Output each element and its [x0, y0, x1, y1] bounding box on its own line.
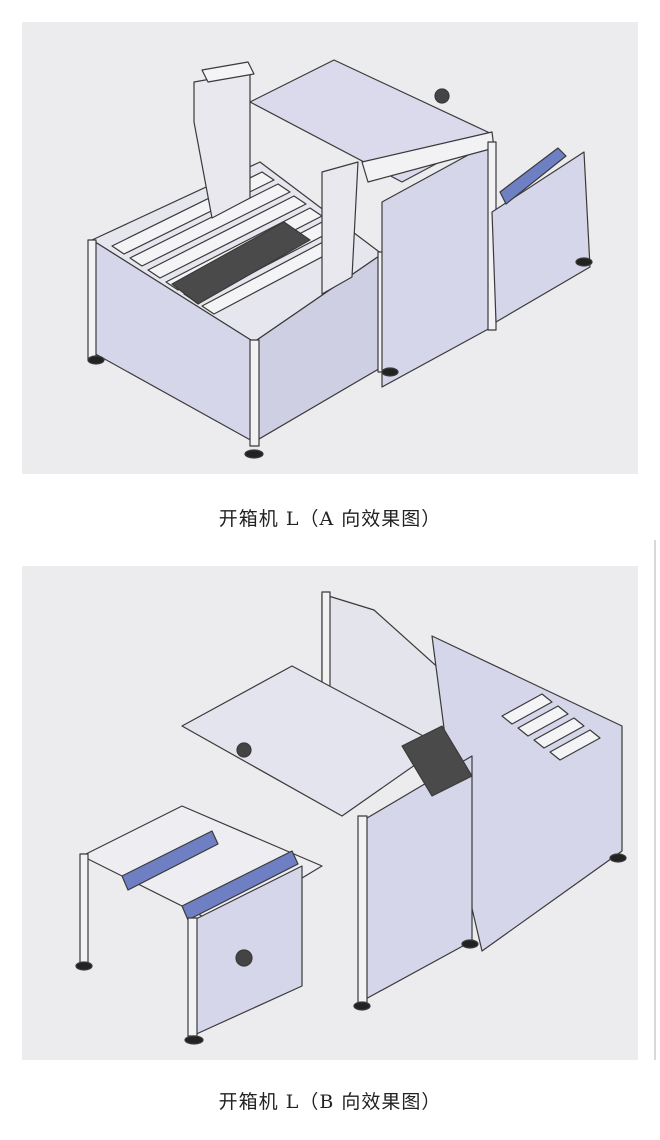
figure-b-caption: 开箱机 L（B 向效果图） [218, 1091, 442, 1113]
machine-b-feet [75, 853, 627, 1045]
machine-b-handwheel [236, 742, 252, 758]
right-edge-line [654, 540, 656, 1060]
machine-b-post [357, 815, 368, 1005]
machine-b-center-panel [361, 755, 473, 1002]
machine-a-handwheel [434, 88, 450, 104]
machine-a-blue-belt-guide [499, 147, 567, 205]
machine-b-handwheel [235, 949, 253, 967]
machine-a-drawing [87, 59, 593, 459]
machine-a-guide-plate [321, 161, 359, 295]
machine-a-top-bracket [201, 61, 255, 83]
machine-b-roller-bed [501, 693, 601, 761]
figure-a-render [22, 22, 638, 474]
figure-a-caption: 开箱机 L（A 向效果图） [218, 508, 442, 530]
machine-b-blue-belt-guide [121, 830, 219, 891]
machine-b-blue-belt-guide [181, 850, 299, 921]
machine-a-post [249, 339, 260, 447]
machine-b-post [79, 853, 89, 965]
machine-b-dark-belt [401, 725, 473, 797]
machine-a-feet [87, 257, 593, 459]
machine-b-post [187, 917, 198, 1037]
machine-a-post [87, 239, 97, 361]
machine-a-dark-belt [171, 221, 311, 305]
machine-a-right-panel [491, 151, 591, 323]
figure-b-render [22, 566, 638, 1060]
machine-b-drawing [75, 591, 627, 1045]
